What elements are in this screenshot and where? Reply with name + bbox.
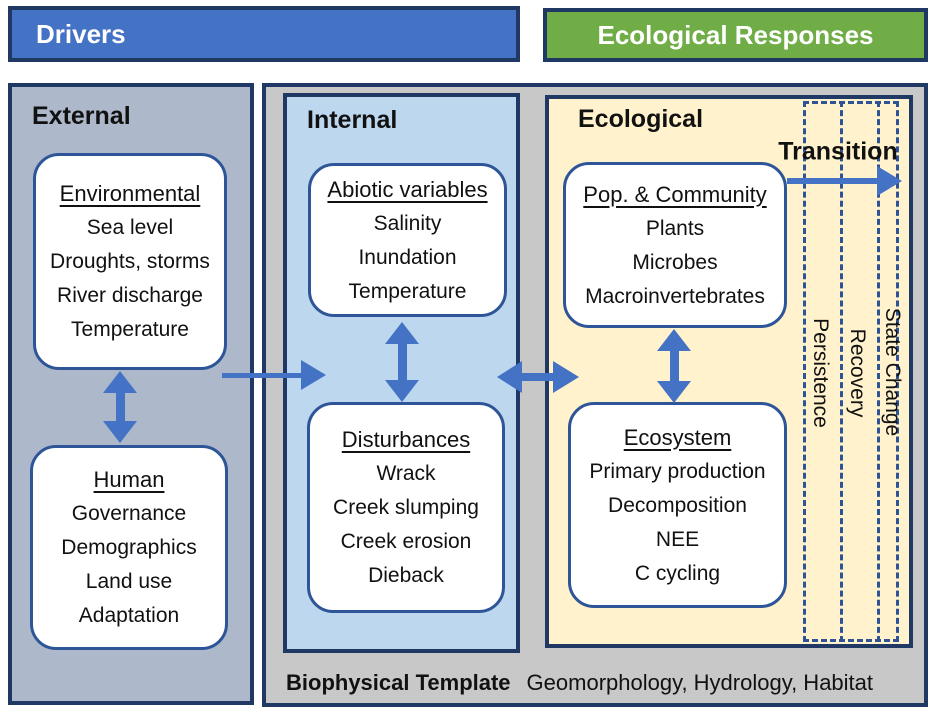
abiotic-box-title: Abiotic variables <box>327 176 488 202</box>
biophysical-template-caption: Biophysical Template Geomorphology, Hydro… <box>286 670 873 696</box>
transition-arrowhead-icon <box>877 166 902 196</box>
drivers-label: Drivers <box>36 18 126 49</box>
arrowhead-down-icon <box>103 421 137 443</box>
transition-lanes-dashed-box <box>803 101 899 642</box>
ecological-responses-label: Ecological Responses <box>597 19 874 50</box>
abiotic-item-temperature: Temperature <box>348 279 467 303</box>
lane-divider-recovery-statechange <box>877 101 880 642</box>
arrow-shaft <box>222 372 301 378</box>
biophysical-template-label: Biophysical Template <box>286 670 511 695</box>
ecosystem-item-decomposition: Decomposition <box>608 493 747 517</box>
arrow-external-to-internal-icon <box>222 360 326 390</box>
transition-arrow <box>787 165 902 197</box>
disturbances-item-wrack: Wrack <box>376 462 436 485</box>
disturbances-item-dieback: Dieback <box>368 564 444 587</box>
arrowhead-right-icon <box>301 360 326 390</box>
box-pop-community: Pop. & Community Plants Microbes Macroin… <box>563 162 787 328</box>
box-human: Human Governance Demographics Land use A… <box>30 445 228 650</box>
abiotic-item-inundation: Inundation <box>358 245 457 269</box>
arrowhead-up-icon <box>657 329 691 351</box>
drivers-header-bar: Drivers <box>8 6 520 62</box>
arrow-shaft <box>669 351 679 381</box>
external-panel-title: External <box>32 102 131 130</box>
arrowhead-down-icon <box>385 380 419 402</box>
lane-label-state-change: State Change <box>881 307 904 437</box>
lane-label-persistence: Persistence <box>809 318 832 428</box>
box-disturbances: Disturbances Wrack Creek slumping Creek … <box>307 402 505 613</box>
box-ecosystem: Ecosystem Primary production Decompositi… <box>568 402 787 608</box>
box-environmental: Environmental Sea level Droughts, storms… <box>33 153 227 370</box>
disturbances-box-title: Disturbances <box>341 427 471 452</box>
arrow-shaft <box>115 393 125 421</box>
arrowhead-right-icon <box>553 361 579 393</box>
transition-arrow-shaft <box>787 178 877 184</box>
arrow-abiotic-disturbances-icon <box>385 322 419 402</box>
environmental-box-title: Environmental <box>59 181 201 206</box>
lane-divider-persistence-recovery <box>840 101 843 642</box>
arrowhead-up-icon <box>103 371 137 393</box>
arrow-shaft <box>397 344 407 380</box>
transition-label: Transition <box>778 137 898 166</box>
human-item-adaptation: Adaptation <box>78 604 180 627</box>
environmental-item-temperature: Temperature <box>71 318 189 341</box>
ecosystem-box-title: Ecosystem <box>623 424 732 450</box>
arrowhead-left-icon <box>497 361 522 393</box>
arrowhead-down-icon <box>657 381 691 403</box>
ecosystem-item-c-cycling: C cycling <box>634 561 721 585</box>
disturbances-item-creek-erosion: Creek erosion <box>340 530 472 553</box>
arrow-internal-ecological-icon <box>497 361 579 393</box>
environmental-item-river-discharge: River discharge <box>57 284 203 307</box>
pop-community-box-title: Pop. & Community <box>583 181 767 207</box>
human-item-demographics: Demographics <box>61 536 197 559</box>
environmental-item-sea-level: Sea level <box>86 216 174 239</box>
ecosystem-item-nee: NEE <box>655 527 700 551</box>
arrowhead-up-icon <box>385 322 419 344</box>
pop-community-item-microbes: Microbes <box>632 250 718 274</box>
box-abiotic-variables: Abiotic variables Salinity Inundation Te… <box>308 163 507 317</box>
human-item-governance: Governance <box>71 502 187 525</box>
ecosystem-item-primary-production: Primary production <box>589 459 766 483</box>
arrow-environmental-human-icon <box>103 371 137 443</box>
ecological-panel-title: Ecological <box>578 105 704 133</box>
human-item-land-use: Land use <box>85 570 173 593</box>
arrow-pop-ecosystem-icon <box>657 329 691 403</box>
disturbances-item-creek-slumping: Creek slumping <box>333 496 479 519</box>
environmental-item-droughts-storms: Droughts, storms <box>50 250 210 273</box>
biophysical-components-label: Geomorphology, Hydrology, Habitat <box>526 670 874 695</box>
lane-label-recovery: Recovery <box>846 328 869 418</box>
arrow-shaft <box>522 373 553 381</box>
pop-community-item-macroinvertebrates: Macroinvertebrates <box>585 284 765 308</box>
abiotic-item-salinity: Salinity <box>373 211 442 235</box>
pop-community-item-plants: Plants <box>645 216 705 240</box>
internal-panel-title: Internal <box>307 106 398 134</box>
ecological-responses-header-bar: Ecological Responses <box>543 8 928 62</box>
human-box-title: Human <box>93 467 165 492</box>
